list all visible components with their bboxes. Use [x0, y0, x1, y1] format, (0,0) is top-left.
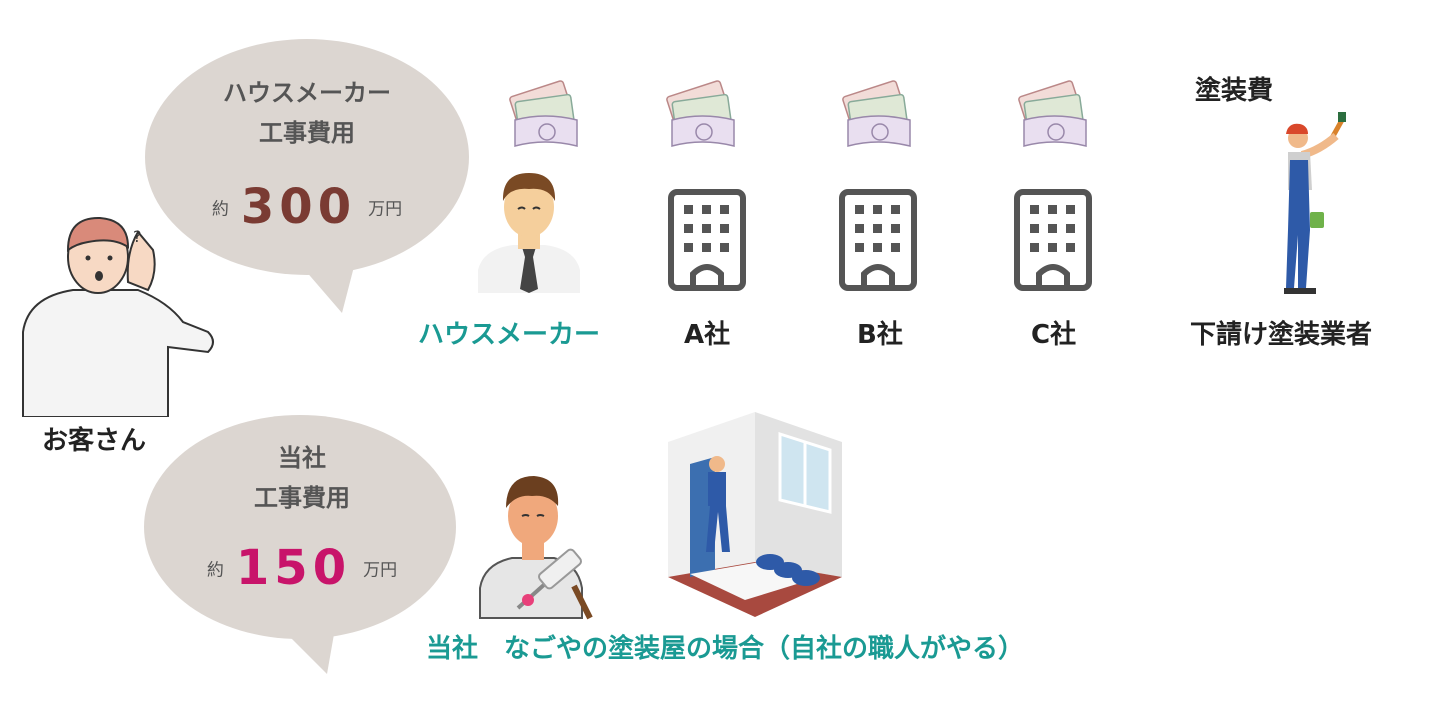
svg-text:?: ? [133, 227, 142, 246]
company-c-label: C社 [1031, 320, 1077, 350]
own-price-prefix: 約 [206, 560, 224, 581]
own-cost-bubble: 当社 工事費用 約 150 万円 [142, 412, 462, 677]
room-painting-icon [660, 412, 850, 622]
company-a-label: A社 [684, 320, 731, 350]
own-price: 約 150 万円 [142, 540, 462, 596]
money-icon [662, 80, 742, 150]
housemaker-price-unit: 万円 [368, 199, 403, 220]
money-icon [1014, 80, 1094, 150]
housemaker-cost-bubble: ハウスメーカー 工事費用 約 300 万円 [142, 35, 472, 315]
housemaker-price-amount: 300 [240, 179, 357, 235]
customer-label: お客さん [42, 426, 147, 456]
building-icon [838, 188, 918, 292]
businessman-icon [478, 165, 580, 293]
own-bubble-line2: 工事費用 [254, 484, 350, 512]
housemaker-price-prefix: 約 [211, 199, 229, 220]
painting-fee-label: 塗装費 [1195, 76, 1274, 106]
money-icon [838, 80, 918, 150]
own-bubble-line1: 当社 [278, 444, 326, 472]
money-icon [505, 80, 585, 150]
painter-icon [1280, 110, 1360, 300]
housemaker-label: ハウスメーカー [418, 320, 601, 350]
housemaker-price: 約 300 万円 [142, 179, 472, 235]
subcontractor-label: 下請け塗装業者 [1190, 320, 1373, 350]
own-price-amount: 150 [235, 540, 352, 596]
building-icon [1013, 188, 1093, 292]
company-b-label: B社 [857, 320, 903, 350]
own-price-unit: 万円 [363, 560, 398, 581]
housemaker-bubble-line1: ハウスメーカー [223, 79, 391, 107]
building-icon [667, 188, 747, 292]
craftsman-icon [478, 468, 598, 624]
housemaker-bubble-line2: 工事費用 [259, 119, 355, 147]
own-case-label: 当社 なごやの塗装屋の場合（自社の職人がやる） [426, 634, 1025, 664]
customer-icon: ? [18, 212, 218, 418]
